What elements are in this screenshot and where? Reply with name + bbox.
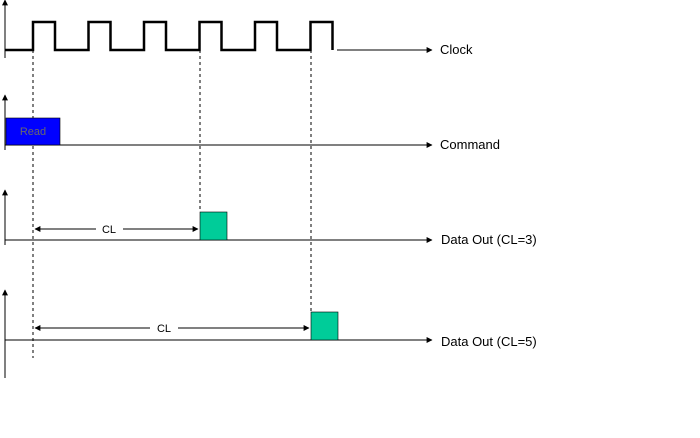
data-out-cl3-label: Data Out (CL=3): [441, 232, 537, 247]
data-out-cl5-block: [310, 311, 339, 341]
clock-label: Clock: [440, 42, 473, 57]
read-command-block: [5, 117, 61, 146]
data-out-cl5-label: Data Out (CL=5): [441, 334, 537, 349]
read-command-label: Read: [20, 126, 46, 138]
command-label: Command: [440, 137, 500, 152]
cl3-latency-label: CL: [102, 224, 116, 236]
data-out-cl3-block: [199, 211, 228, 241]
cl5-latency-label: CL: [157, 323, 171, 335]
clock-waveform: [5, 20, 334, 52]
